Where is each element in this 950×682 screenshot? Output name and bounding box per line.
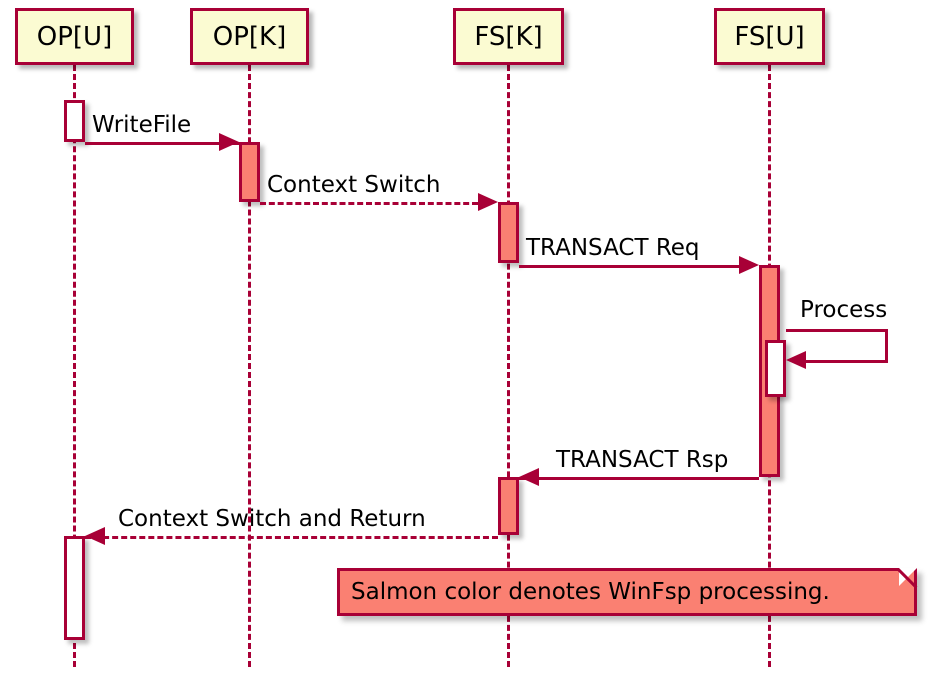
message-label-process: Process	[800, 297, 888, 323]
message-arrowhead-context-switch-and-return	[85, 527, 105, 545]
note-fold-corner-icon	[899, 568, 917, 586]
message-line-process-right	[885, 329, 888, 363]
message-line-writefile	[85, 142, 239, 145]
message-line-transact-req	[519, 265, 740, 268]
message-label-context-switch-and-return: Context Switch and Return	[118, 506, 426, 532]
participant-fsu-label: FS[U]	[734, 21, 805, 52]
participant-opk[interactable]: OP[K]	[190, 8, 309, 65]
message-line-context-switch	[260, 202, 478, 205]
message-line-context-switch-and-return	[85, 536, 498, 539]
activation-opu-writefile	[64, 100, 85, 142]
activation-opu-return	[64, 536, 85, 640]
message-label-context-switch: Context Switch	[267, 172, 441, 198]
activation-fsk-request	[498, 202, 519, 263]
participant-opu-label: OP[U]	[36, 21, 113, 52]
message-arrowhead-transact-req	[739, 256, 759, 274]
activation-fsu-process-nested	[765, 340, 786, 397]
message-label-transact-req: TRANSACT Req	[526, 235, 700, 261]
lifeline-opu	[73, 65, 76, 667]
message-label-writefile: WriteFile	[92, 112, 192, 138]
lifeline-fsk	[507, 65, 510, 667]
message-label-transact-rsp: TRANSACT Rsp	[556, 447, 729, 473]
message-arrowhead-writefile	[219, 133, 239, 151]
note-salmon-legend	[337, 568, 917, 616]
participant-fsu[interactable]: FS[U]	[714, 8, 825, 65]
participant-fsk[interactable]: FS[K]	[453, 8, 564, 65]
message-arrowhead-process	[786, 351, 806, 369]
message-arrowhead-transact-rsp	[519, 468, 539, 486]
note-salmon-legend-text: Salmon color denotes WinFsp processing.	[351, 579, 830, 605]
message-line-transact-rsp	[519, 477, 759, 480]
activation-opk-winfsp	[239, 142, 260, 202]
participant-opu[interactable]: OP[U]	[15, 8, 134, 65]
activation-fsk-response	[498, 477, 519, 535]
participant-opk-label: OP[K]	[212, 21, 287, 52]
message-arrowhead-context-switch	[478, 193, 498, 211]
message-line-process-top	[786, 329, 888, 332]
lifeline-opk	[248, 65, 251, 667]
participant-fsk-label: FS[K]	[474, 21, 543, 52]
message-line-process-bottom	[800, 360, 888, 363]
